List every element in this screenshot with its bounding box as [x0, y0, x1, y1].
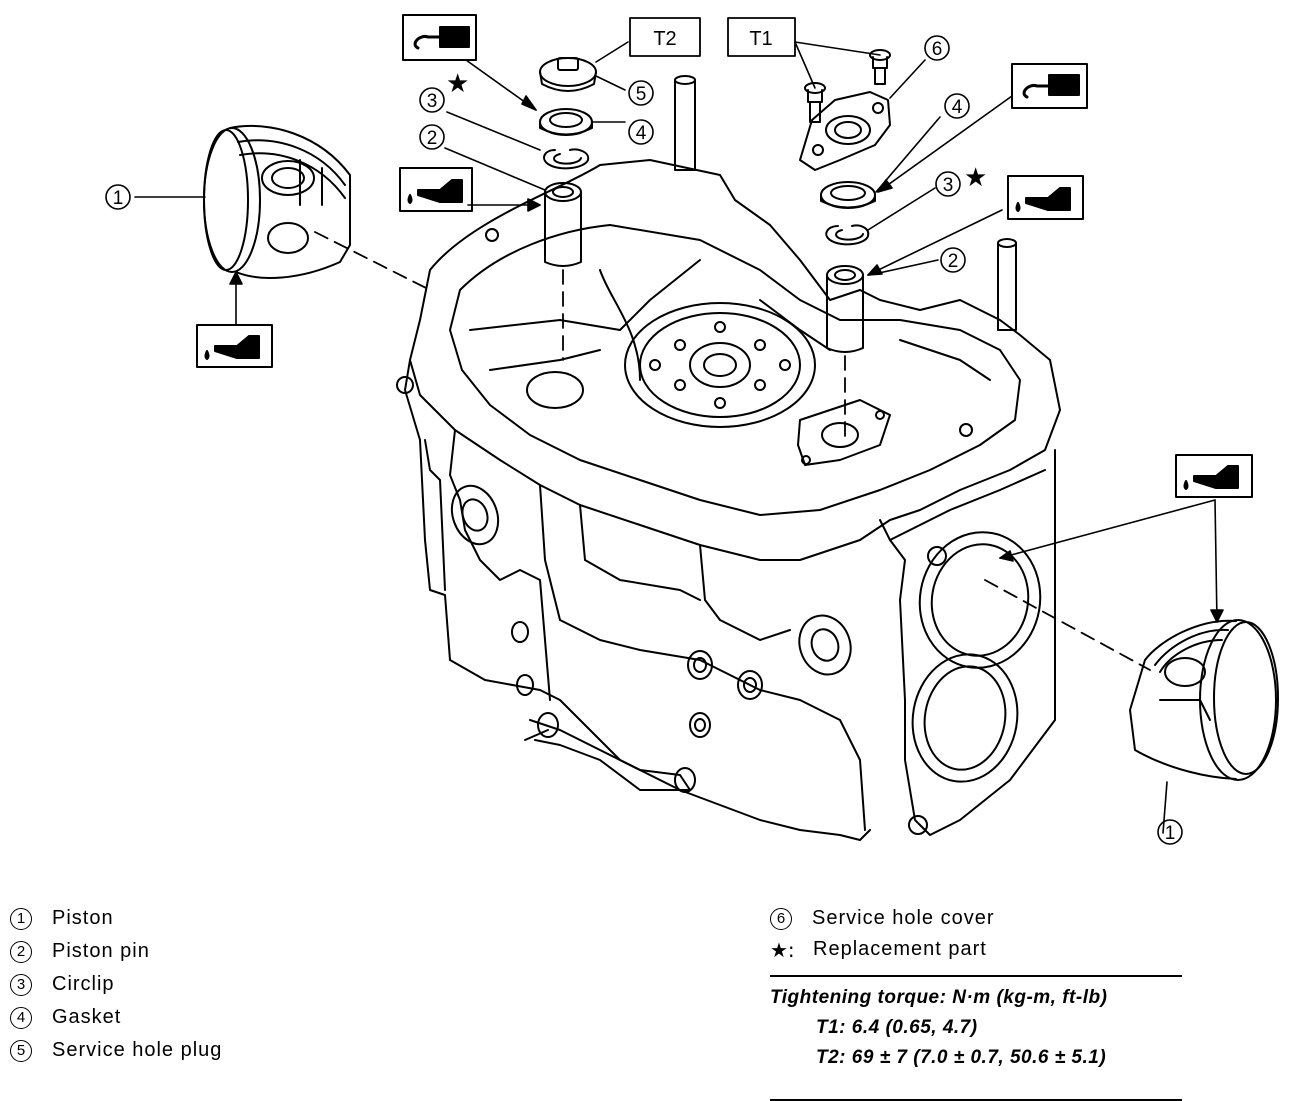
legend-number: 1 — [10, 907, 32, 930]
callout-5: 5 — [628, 80, 654, 106]
torque-t2-value: T2: 69 ± 7 (7.0 ± 0.7, 50.6 ± 5.1) — [816, 1047, 1107, 1068]
svg-text:2: 2 — [427, 128, 438, 149]
grease-icon — [402, 14, 477, 61]
legend-label: Gasket — [52, 1006, 122, 1028]
callout-1-right: 1 — [1157, 819, 1183, 845]
legend-label: Piston pin — [52, 940, 150, 962]
circlip-right — [825, 224, 870, 246]
piston-pin-left — [544, 182, 582, 267]
service-hole-plug — [539, 57, 597, 92]
replacement-star-icon: ★: — [770, 937, 795, 962]
torque-box-t2: T2 — [629, 17, 701, 57]
oil-can-icon — [196, 324, 273, 368]
svg-text:1: 1 — [1165, 823, 1176, 844]
legend-left: 1 Piston 2 Piston pin 3 Circlip 4 Gasket… — [10, 902, 222, 1067]
oil-can-icon — [1175, 454, 1253, 498]
legend-label: Piston — [52, 907, 114, 929]
legend-number: 2 — [10, 940, 32, 963]
svg-text:4: 4 — [952, 97, 963, 118]
callout-3-right: 3 — [935, 171, 961, 197]
svg-text:T2: T2 — [653, 28, 676, 50]
svg-text:2: 2 — [948, 251, 959, 272]
legend-item-piston-pin: 2 Piston pin — [10, 935, 222, 968]
legend-number: 4 — [10, 1006, 32, 1029]
bolt-left — [804, 82, 826, 123]
callout-2-right: 2 — [940, 247, 966, 273]
callout-6: 6 — [924, 35, 950, 61]
torque-box-t1: T1 — [727, 17, 796, 57]
piston-pin-right — [826, 265, 864, 353]
legend-item-replacement-part: ★: Replacement part — [770, 934, 1182, 965]
legend-item-service-hole-plug: 5 Service hole plug — [10, 1034, 222, 1067]
svg-text:T1: T1 — [749, 28, 772, 50]
legend-number: 6 — [770, 907, 792, 930]
svg-text:4: 4 — [636, 123, 647, 144]
callout-3-left: 3 — [419, 87, 445, 113]
replacement-star-left: ★ — [446, 69, 469, 99]
piston-left — [203, 124, 351, 279]
legend-item-gasket: 4 Gasket — [10, 1001, 222, 1034]
callout-4-left: 4 — [628, 119, 654, 145]
legend-right: 6 Service hole cover ★: Replacement part… — [770, 903, 1182, 1101]
legend-label: Service hole plug — [52, 1039, 223, 1061]
legend-label: Circlip — [52, 973, 115, 995]
callout-2-left: 2 — [419, 124, 445, 150]
legend-item-service-hole-cover: 6 Service hole cover — [770, 903, 1182, 934]
replacement-star-right: ★ — [964, 163, 987, 193]
gasket-right — [820, 181, 876, 209]
torque-title: Tightening torque: N·m (kg-m, ft-lb) — [770, 987, 1108, 1008]
legend-label: Service hole cover — [812, 907, 995, 929]
assembly-lines — [314, 231, 1151, 671]
legend-label: Replacement part — [813, 938, 987, 960]
legend-number: 3 — [10, 973, 32, 996]
piston-right — [1129, 619, 1279, 781]
svg-text:6: 6 — [932, 39, 943, 60]
tightening-torque-block: Tightening torque: N·m (kg-m, ft-lb) T1:… — [770, 975, 1182, 1077]
callout-1-left: 1 — [105, 184, 131, 210]
grease-icon — [1011, 63, 1088, 109]
callout-markers: 1 3 2 5 4 6 4 3 2 1 — [105, 35, 1183, 845]
leader-lines — [134, 41, 1168, 834]
svg-text:3: 3 — [427, 91, 438, 112]
cylinder-block — [396, 75, 1061, 841]
oil-can-icon — [1007, 175, 1084, 220]
service-hole-cover — [799, 91, 891, 171]
oil-can-icon — [399, 167, 473, 212]
circlip-left — [543, 148, 590, 170]
callout-4-right: 4 — [944, 93, 970, 119]
svg-text:1: 1 — [113, 188, 124, 209]
bolt-right — [869, 49, 891, 85]
gasket-left — [539, 108, 593, 136]
legend-item-circlip: 3 Circlip — [10, 968, 222, 1001]
torque-t1-value: T1: 6.4 (0.65, 4.7) — [816, 1017, 978, 1038]
svg-text:5: 5 — [636, 84, 647, 105]
legend-item-piston: 1 Piston — [10, 902, 222, 935]
legend-number: 5 — [10, 1039, 32, 1062]
svg-text:3: 3 — [943, 175, 954, 196]
arrows — [229, 59, 1224, 623]
